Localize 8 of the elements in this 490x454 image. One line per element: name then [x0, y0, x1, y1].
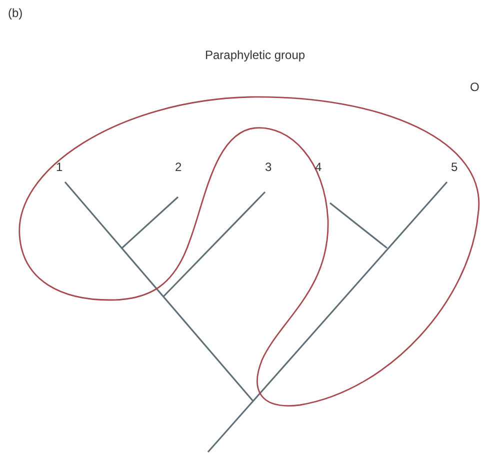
- panel-label: (b): [8, 6, 23, 20]
- taxon-number: 1: [56, 160, 63, 174]
- clade-label: O: [470, 80, 480, 94]
- group-label: Paraphyletic group: [205, 48, 306, 62]
- taxon-number: 4: [315, 160, 322, 174]
- taxon-number: 2: [175, 160, 182, 174]
- taxon-number: 3: [265, 160, 272, 174]
- taxon-number: 5: [451, 160, 458, 174]
